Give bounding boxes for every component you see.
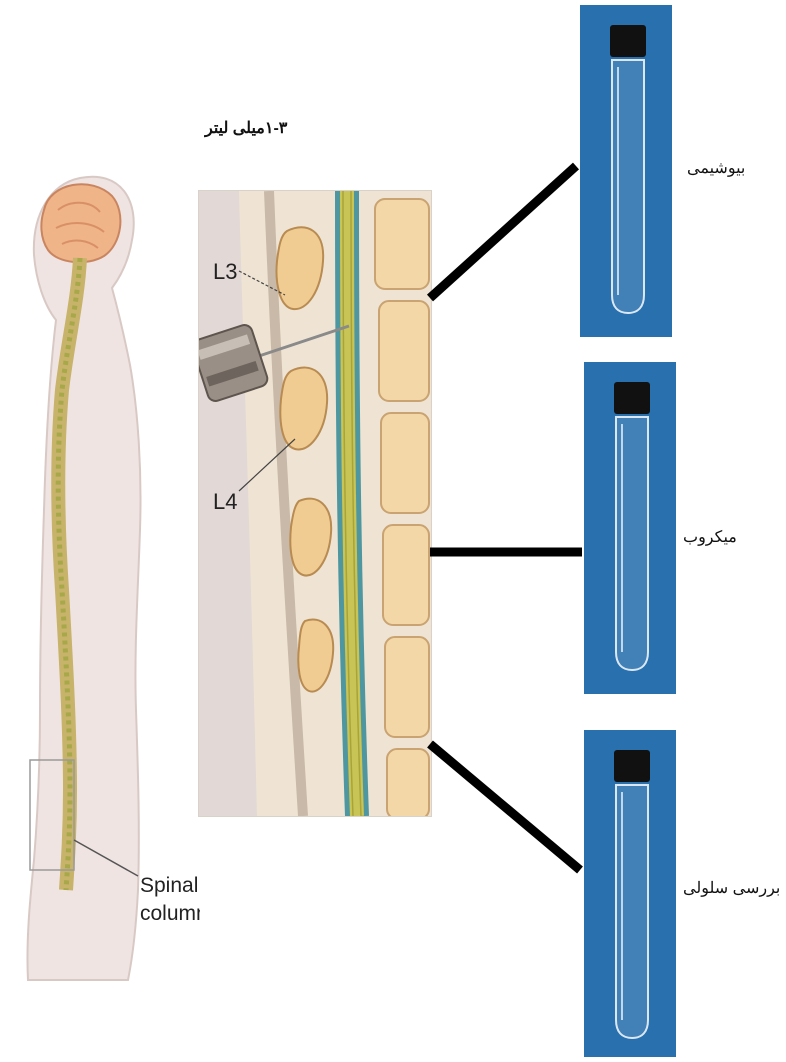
tube-card-cytology: [584, 730, 676, 1057]
label-l3: L3: [213, 259, 237, 284]
lumbar-puncture-inset: L3 L4: [198, 190, 432, 817]
human-body-figure: Spinal column: [0, 170, 200, 1000]
tube-cap-icon: [614, 750, 650, 782]
connector-biochem: [430, 166, 576, 298]
callout-line-1: Spinal: [140, 874, 198, 897]
tube-card-microbiology: [584, 362, 676, 694]
callout-line-2: column: [140, 902, 200, 925]
tube-label-cytology: بررسی سلولی: [683, 878, 780, 898]
test-tube-icon: [612, 60, 644, 313]
volume-label: ۱-۳میلی لیتر: [205, 118, 287, 138]
tube-card-biochemistry: [580, 5, 672, 337]
tube-cap-icon: [614, 382, 650, 414]
test-tube-icon: [616, 785, 648, 1038]
tube-label-microbiology: میکروب: [683, 527, 737, 547]
tube-label-biochemistry: بیوشیمی: [687, 158, 745, 178]
test-tube-icon: [616, 417, 648, 670]
connector-cell: [430, 744, 580, 870]
body-silhouette: [27, 177, 140, 980]
tube-cap-icon: [610, 25, 646, 57]
label-l4: L4: [213, 489, 237, 514]
